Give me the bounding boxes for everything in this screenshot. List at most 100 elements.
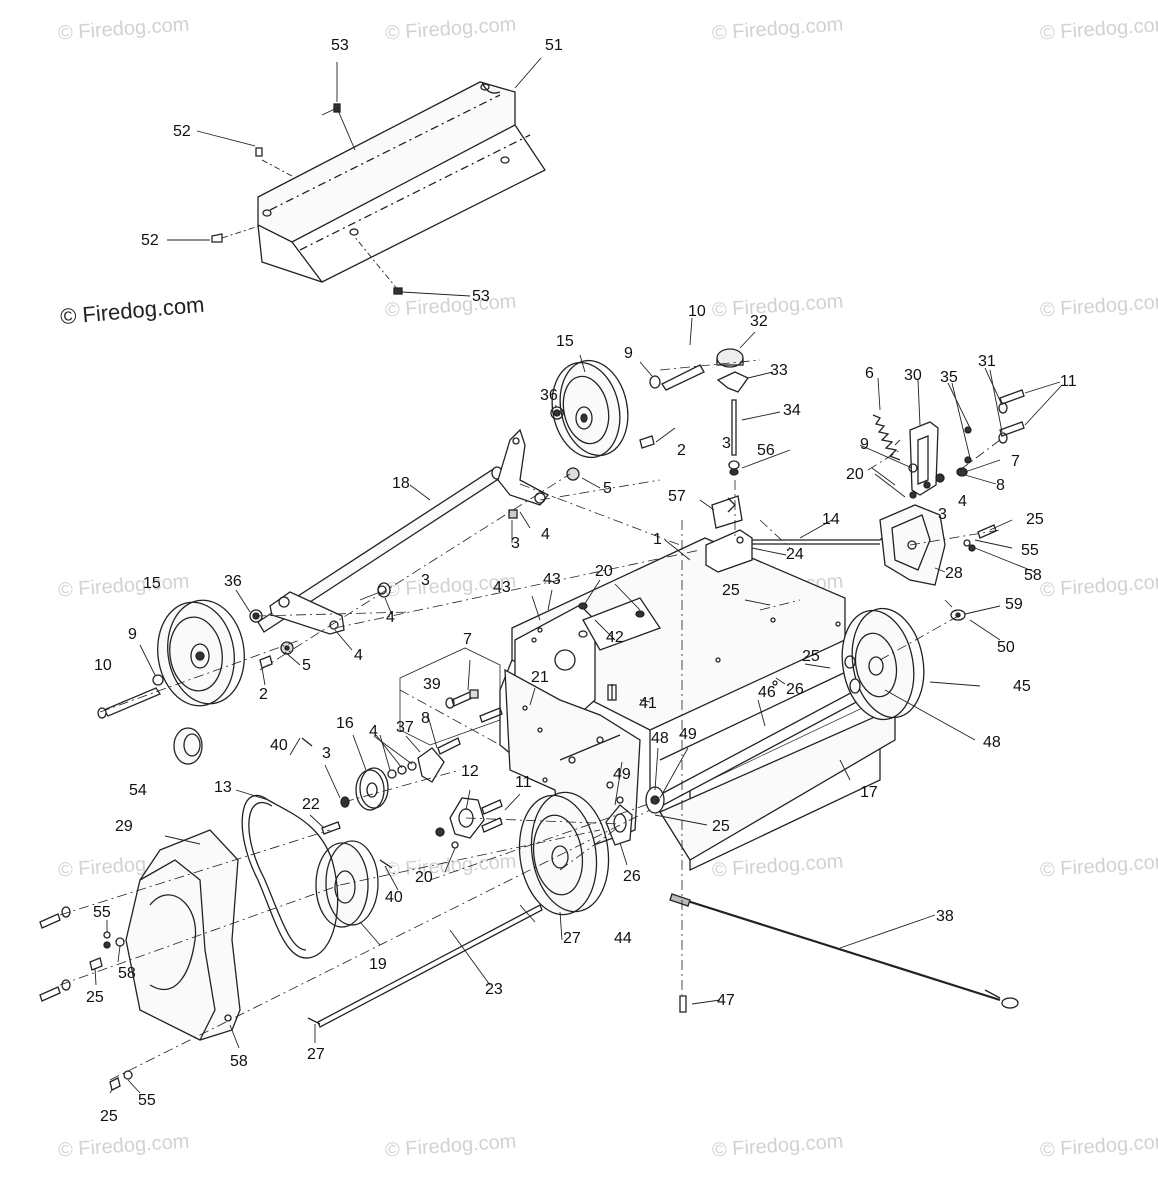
callout-20: 20 bbox=[595, 563, 613, 580]
callout-27: 27 bbox=[307, 1046, 325, 1063]
shaft-and-blade bbox=[649, 687, 896, 861]
callout-49: 49 bbox=[613, 766, 631, 783]
callout-36: 36 bbox=[224, 573, 242, 590]
callout-14: 14 bbox=[822, 511, 840, 528]
callout-49: 49 bbox=[679, 726, 697, 743]
callout-56: 56 bbox=[757, 442, 775, 459]
callout-40: 40 bbox=[385, 889, 403, 906]
callout-7: 7 bbox=[1011, 453, 1020, 470]
callout-51: 51 bbox=[545, 37, 563, 54]
callout-26: 26 bbox=[623, 868, 641, 885]
callout-5: 5 bbox=[603, 480, 612, 497]
pulley-part bbox=[518, 791, 610, 916]
callout-3: 3 bbox=[421, 572, 430, 589]
callout-39: 39 bbox=[423, 676, 441, 693]
wheel-part bbox=[551, 359, 629, 459]
callout-12: 12 bbox=[461, 763, 479, 780]
callout-35: 35 bbox=[940, 369, 958, 386]
callout-10: 10 bbox=[688, 303, 706, 320]
callout-28: 28 bbox=[945, 565, 963, 582]
callout-3: 3 bbox=[322, 745, 331, 762]
callout-52: 52 bbox=[173, 123, 191, 140]
callout-34: 34 bbox=[783, 402, 801, 419]
callout-59: 59 bbox=[1005, 596, 1023, 613]
callout-15: 15 bbox=[556, 333, 574, 350]
callout-19: 19 bbox=[369, 956, 387, 973]
callout-42: 42 bbox=[606, 629, 624, 646]
height-adjust-axle bbox=[257, 428, 549, 635]
callout-43: 43 bbox=[493, 579, 511, 596]
callout-4: 4 bbox=[958, 493, 967, 510]
callout-4: 4 bbox=[541, 526, 550, 543]
callout-44: 44 bbox=[614, 930, 632, 947]
callout-4: 4 bbox=[369, 723, 378, 740]
callout-18: 18 bbox=[392, 475, 410, 492]
callout-45: 45 bbox=[1013, 678, 1031, 695]
callout-57: 57 bbox=[668, 488, 686, 505]
callout-6: 6 bbox=[865, 365, 874, 382]
callout-53: 53 bbox=[331, 37, 349, 54]
callout-9: 9 bbox=[624, 345, 633, 362]
belt-cover-part bbox=[125, 829, 241, 1041]
callout-25: 25 bbox=[100, 1108, 118, 1125]
callout-21: 21 bbox=[531, 669, 549, 686]
callout-2: 2 bbox=[259, 686, 268, 703]
callout-31: 31 bbox=[978, 353, 996, 370]
callout-3: 3 bbox=[722, 435, 731, 452]
callout-40: 40 bbox=[270, 737, 288, 754]
callout-48: 48 bbox=[983, 734, 1001, 751]
callout-3: 3 bbox=[511, 535, 520, 552]
top-cover-part bbox=[257, 81, 546, 283]
callout-32: 32 bbox=[750, 313, 768, 330]
callout-55: 55 bbox=[1021, 542, 1039, 559]
callout-10: 10 bbox=[94, 657, 112, 674]
callout-11: 11 bbox=[515, 774, 532, 791]
callout-9: 9 bbox=[860, 436, 869, 453]
callout-55: 55 bbox=[93, 904, 111, 921]
callout-55: 55 bbox=[138, 1092, 156, 1109]
callout-48: 48 bbox=[651, 730, 669, 747]
callout-43: 43 bbox=[543, 571, 561, 588]
callout-58: 58 bbox=[118, 965, 136, 982]
callout-41: 41 bbox=[639, 695, 657, 712]
callout-23: 23 bbox=[485, 981, 503, 998]
callout-27: 27 bbox=[563, 930, 581, 947]
leader-lines-top bbox=[167, 57, 542, 297]
pulley-part bbox=[841, 607, 925, 721]
callout-33: 33 bbox=[770, 362, 788, 379]
callout-8: 8 bbox=[421, 710, 430, 727]
callout-4: 4 bbox=[354, 647, 363, 664]
callout-36: 36 bbox=[540, 387, 558, 404]
callout-16: 16 bbox=[336, 715, 354, 732]
callout-25: 25 bbox=[712, 818, 730, 835]
callout-58: 58 bbox=[1024, 567, 1042, 584]
callout-17: 17 bbox=[860, 784, 878, 801]
callout-2: 2 bbox=[677, 442, 686, 459]
callout-11: 11 bbox=[1060, 373, 1077, 390]
callout-53: 53 bbox=[472, 288, 490, 305]
callout-3: 3 bbox=[938, 506, 947, 523]
callout-25: 25 bbox=[802, 648, 820, 665]
callout-54: 54 bbox=[129, 782, 147, 799]
callout-24: 24 bbox=[786, 546, 804, 563]
callout-5: 5 bbox=[302, 657, 311, 674]
callout-37: 37 bbox=[396, 719, 414, 736]
callout-25: 25 bbox=[86, 989, 104, 1006]
callout-25: 25 bbox=[722, 582, 740, 599]
callout-1: 1 bbox=[653, 531, 662, 548]
side-plate bbox=[504, 604, 641, 851]
callout-20: 20 bbox=[846, 466, 864, 483]
callout-50: 50 bbox=[997, 639, 1015, 656]
callout-47: 47 bbox=[717, 992, 735, 1009]
leader-lines bbox=[94, 317, 1063, 1094]
callout-22: 22 bbox=[302, 796, 320, 813]
callout-7: 7 bbox=[463, 631, 472, 648]
callout-20: 20 bbox=[415, 869, 433, 886]
callout-15: 15 bbox=[143, 575, 161, 592]
callout-46: 46 bbox=[758, 684, 776, 701]
callout-26: 26 bbox=[786, 681, 804, 698]
callout-38: 38 bbox=[936, 908, 954, 925]
callout-29: 29 bbox=[115, 818, 133, 835]
